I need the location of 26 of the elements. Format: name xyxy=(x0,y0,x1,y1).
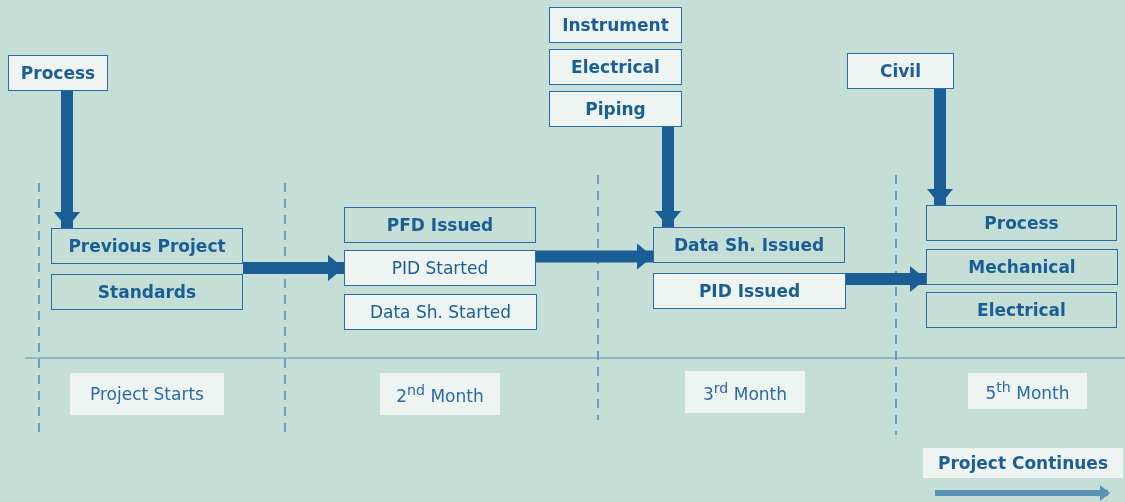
label-box: Electrical xyxy=(549,49,682,85)
label-box: Instrument xyxy=(549,7,682,43)
timeline-tag: Project Continues xyxy=(923,448,1123,478)
arrow xyxy=(655,127,681,227)
label-box: PID Started xyxy=(344,250,536,286)
label-box: Previous Project xyxy=(51,228,243,264)
timeline-tag: 3$^{rd}$ Month xyxy=(685,371,805,413)
label-box: Civil xyxy=(847,53,954,89)
label-box: Process xyxy=(8,55,108,91)
arrow xyxy=(927,89,953,205)
timeline-tag: Project Starts xyxy=(70,373,224,415)
label-box: Standards xyxy=(51,274,243,310)
label-box: Data Sh. Started xyxy=(344,294,537,330)
label-box: Piping xyxy=(549,91,682,127)
timeline-tag: 2$^{nd}$ Month xyxy=(380,373,500,415)
label-box: Data Sh. Issued xyxy=(653,227,845,263)
label-box: PID Issued xyxy=(653,273,846,309)
timeline-tag: 5$^{th}$ Month xyxy=(968,373,1087,409)
arrow xyxy=(243,255,344,281)
label-box: Electrical xyxy=(926,292,1117,328)
label-box: Mechanical xyxy=(926,249,1118,285)
label-box: PFD Issued xyxy=(344,207,536,243)
arrow xyxy=(846,266,926,292)
arrow xyxy=(536,243,653,270)
arrow xyxy=(54,91,80,228)
label-box: Process xyxy=(926,205,1117,241)
